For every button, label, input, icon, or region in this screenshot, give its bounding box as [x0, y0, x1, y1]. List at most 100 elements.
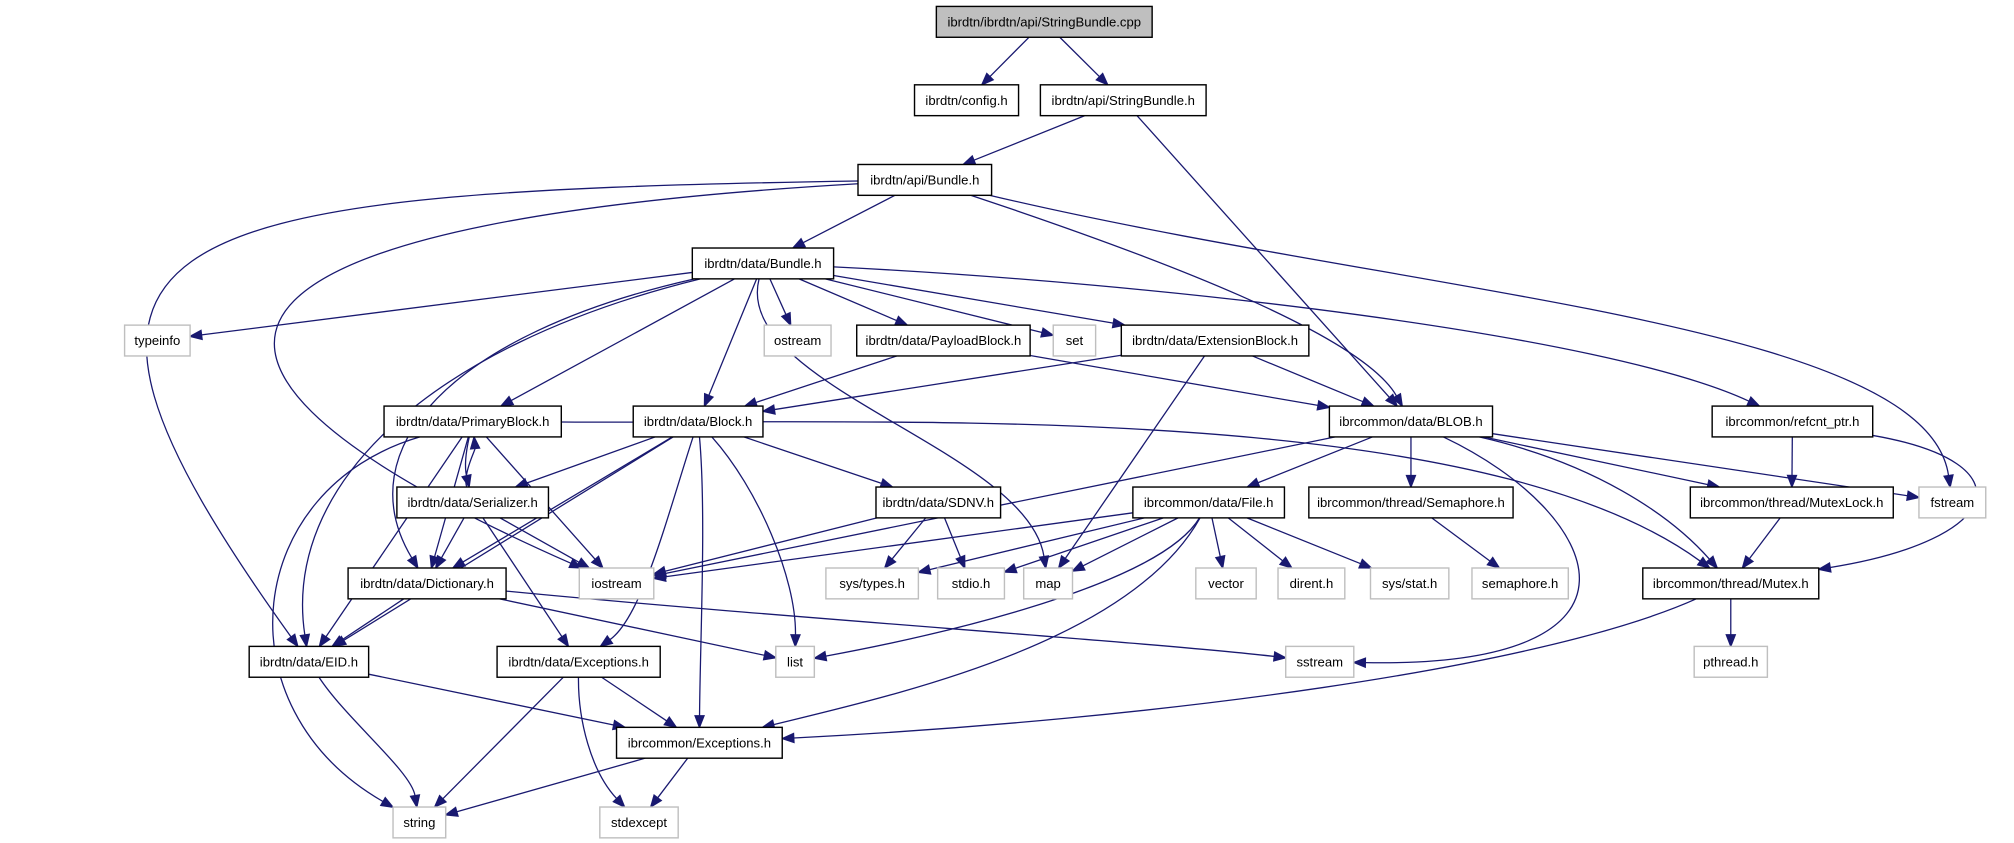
- edge-extblock-to-blob: [1252, 355, 1364, 403]
- edge-serializer-to-dictionary: [440, 517, 465, 559]
- node-box: [1369, 567, 1450, 600]
- node-dictionary[interactable]: ibrdtn/data/Dictionary.h: [347, 567, 507, 600]
- edge-dataexc-to-commonexc: [601, 676, 668, 722]
- node-label: stdexcept: [611, 815, 667, 830]
- node-ostream: ostream: [763, 324, 832, 357]
- arrowhead-icon: [575, 557, 591, 569]
- node-box: [615, 726, 783, 759]
- edge-file-to-sysstat: [1246, 517, 1361, 565]
- arrowhead-icon: [1002, 562, 1018, 574]
- node-semaphore: semaphore.h: [1471, 567, 1570, 600]
- node-box: [1471, 567, 1570, 600]
- edge-serializer-to-iostream: [499, 517, 580, 563]
- node-databundle[interactable]: ibrdtn/data/Bundle.h: [691, 247, 835, 280]
- edge-apibundle-to-eid: [145, 180, 859, 638]
- node-stdio: stdio.h: [936, 567, 1006, 600]
- node-label: sstream: [1296, 654, 1343, 669]
- node-label: iostream: [591, 576, 641, 591]
- node-apibundle[interactable]: ibrdtn/api/Bundle.h: [857, 163, 993, 197]
- edge-primary-to-string: [272, 436, 421, 803]
- edge-databundle-to-extblock: [833, 274, 1114, 324]
- edges-layer: [145, 36, 1978, 817]
- arrowhead-icon: [1352, 657, 1367, 669]
- arrowhead-icon: [1405, 474, 1417, 489]
- edge-serializer-to-primary: [465, 448, 476, 488]
- node-semaphoreh[interactable]: ibrcommon/thread/Semaphore.h: [1308, 486, 1514, 519]
- edge-file-to-list: [825, 517, 1201, 657]
- node-mutexlock[interactable]: ibrcommon/thread/MutexLock.h: [1689, 486, 1894, 519]
- node-primary[interactable]: ibrdtn/data/PrimaryBlock.h: [383, 405, 563, 438]
- node-label: ibrcommon/data/BLOB.h: [1339, 414, 1482, 429]
- node-block[interactable]: ibrdtn/data/Block.h: [632, 405, 764, 438]
- node-root[interactable]: ibrdtn/ibrdtn/api/StringBundle.cpp: [935, 5, 1153, 38]
- node-label: map: [1035, 576, 1060, 591]
- arrowhead-icon: [612, 794, 626, 809]
- arrowhead-icon: [379, 796, 395, 809]
- arrowhead-icon: [694, 715, 705, 730]
- node-extblock[interactable]: ibrdtn/data/ExtensionBlock.h: [1120, 324, 1310, 357]
- arrowhead-icon: [469, 435, 481, 450]
- node-file[interactable]: ibrcommon/data/File.h: [1132, 486, 1286, 519]
- edge-block-to-serializer: [526, 436, 656, 484]
- edge-apibundle-to-iostream: [273, 183, 859, 564]
- node-mutex[interactable]: ibrcommon/thread/Mutex.h: [1642, 567, 1820, 600]
- node-payload[interactable]: ibrdtn/data/PayloadBlock.h: [856, 324, 1031, 357]
- arrowhead-icon: [1245, 477, 1261, 488]
- arrowhead-icon: [1786, 474, 1798, 489]
- node-box: [1039, 84, 1207, 117]
- edge-block-to-dataexc: [609, 436, 694, 641]
- node-box: [1277, 567, 1346, 600]
- node-eid[interactable]: ibrdtn/data/EID.h: [248, 645, 370, 678]
- arrowhead-icon: [879, 477, 895, 489]
- node-label: sys/types.h: [839, 576, 904, 591]
- node-dataexc[interactable]: ibrdtn/data/Exceptions.h: [496, 645, 661, 678]
- node-box: [1918, 486, 1987, 519]
- node-label: ibrcommon/thread/Semaphore.h: [1317, 495, 1505, 510]
- edge-apibundle-to-fstream: [989, 194, 1950, 476]
- arrowhead-icon: [1906, 490, 1921, 502]
- arrowhead-icon: [812, 650, 828, 662]
- edge-extblock-to-map: [1064, 355, 1206, 559]
- node-refcnt[interactable]: ibrcommon/refcnt_ptr.h: [1711, 405, 1874, 438]
- node-label: typeinfo: [134, 333, 180, 348]
- node-label: vector: [1208, 576, 1244, 591]
- arrowhead-icon: [1741, 554, 1755, 570]
- edge-root-to-sbh: [1059, 36, 1100, 78]
- node-box: [856, 324, 1031, 357]
- arrowhead-icon: [1725, 634, 1737, 649]
- node-box: [936, 567, 1006, 600]
- node-commonexc[interactable]: ibrcommon/Exceptions.h: [615, 726, 783, 759]
- node-blob[interactable]: ibrcommon/data/BLOB.h: [1328, 405, 1494, 438]
- edge-file-to-systypes: [929, 517, 1145, 571]
- node-box: [123, 324, 191, 357]
- arrowhead-icon: [406, 554, 419, 570]
- node-config[interactable]: ibrdtn/config.h: [913, 84, 1020, 117]
- node-sysstat: sys/stat.h: [1369, 567, 1450, 600]
- node-label: ibrcommon/data/File.h: [1144, 495, 1274, 510]
- node-box: [857, 163, 993, 197]
- node-box: [1642, 567, 1820, 600]
- arrowhead-icon: [916, 564, 932, 575]
- node-iostream: iostream: [578, 567, 655, 600]
- node-sdnv[interactable]: ibrdtn/data/SDNV.h: [875, 486, 1002, 519]
- node-serializer[interactable]: ibrdtn/data/Serializer.h: [396, 486, 550, 519]
- arrowhead-icon: [451, 557, 467, 569]
- arrowhead-icon: [893, 315, 909, 326]
- edge-payload-to-blob: [1030, 354, 1319, 407]
- node-label: ostream: [774, 333, 821, 348]
- node-box: [1328, 405, 1494, 438]
- arrowhead-icon: [318, 633, 331, 648]
- node-label: sys/stat.h: [1382, 576, 1437, 591]
- node-box: [1132, 486, 1286, 519]
- arrowhead-icon: [1214, 554, 1226, 570]
- node-label: dirent.h: [1290, 576, 1334, 591]
- edge-dataexc-to-stdexcept: [577, 677, 618, 800]
- node-sbh[interactable]: ibrdtn/api/StringBundle.h: [1039, 84, 1207, 117]
- edge-block-to-list: [711, 436, 797, 635]
- arrowhead-icon: [434, 554, 447, 570]
- edge-databundle-to-payload: [798, 278, 897, 322]
- node-label: ibrcommon/thread/Mutex.h: [1653, 576, 1809, 591]
- node-box: [875, 486, 1002, 519]
- edge-payload-to-block: [755, 355, 897, 404]
